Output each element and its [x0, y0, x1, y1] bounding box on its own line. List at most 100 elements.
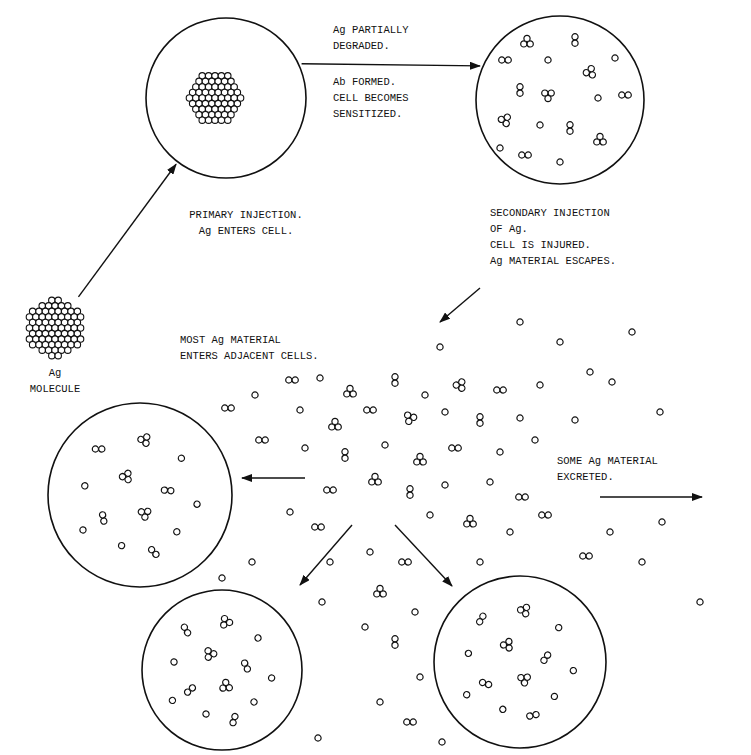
molecule-unit [212, 117, 218, 123]
fragment-dot [161, 487, 168, 494]
fragment-dot [372, 473, 378, 479]
fragment-dot [587, 65, 595, 73]
fragment-dot [494, 387, 500, 393]
antigen-fragment [161, 487, 174, 494]
adjacent-cell [48, 403, 232, 587]
antigen-molecule-cluster [186, 73, 244, 124]
fragment-dot [545, 96, 551, 102]
fragment-dot [399, 559, 405, 565]
fragment-dot [463, 691, 471, 699]
fragment-dot [697, 599, 703, 605]
antigen-fragment [545, 57, 551, 63]
fragment-dot [327, 559, 333, 565]
fragment-dot [342, 455, 348, 461]
antigen-fragment [377, 699, 383, 705]
antigen-fragment [173, 528, 181, 536]
fragment-dot [254, 634, 263, 643]
fragment-dot [137, 508, 145, 516]
cell-caption: CELL IS INJURED. [490, 237, 620, 253]
fragment-dot [312, 524, 318, 530]
fragment-dot [500, 642, 506, 648]
adjacent-cell [434, 576, 606, 748]
fragment-dot [619, 92, 625, 98]
fragment-dot [252, 392, 258, 398]
fragment-dot [347, 385, 353, 391]
process-arrow [302, 64, 480, 66]
antigen-fragment [497, 111, 514, 128]
antigen-fragment [517, 319, 523, 325]
fragment-dot [392, 642, 398, 648]
fragment-dot [475, 618, 483, 626]
fragment-dot [587, 369, 593, 375]
antigen-fragment [287, 509, 293, 515]
antigen-particles [80, 319, 704, 745]
fragment-dot [92, 446, 98, 452]
fragment-dot [517, 415, 523, 421]
antigen-fragment [582, 64, 598, 79]
antigen-fragment [594, 133, 607, 145]
antigen-fragment [407, 486, 413, 499]
antigen-fragment [414, 453, 427, 465]
fragment-dot [256, 437, 262, 443]
fragment-dot [477, 559, 483, 565]
fragment-dot [167, 487, 174, 494]
fragment-dot [439, 739, 445, 745]
cell-outline [474, 14, 646, 186]
fragment-dot [142, 433, 151, 442]
fragment-dot [249, 559, 255, 565]
antigen-fragment [364, 407, 377, 413]
antigen-fragment [519, 152, 532, 158]
fragment-dot [609, 379, 615, 385]
antigen-fragment [329, 418, 342, 430]
antigen-fragment [404, 719, 417, 725]
fragment-dot [268, 674, 275, 681]
fragment-dot [100, 518, 107, 525]
flow-arrow [300, 525, 352, 585]
molecule-unit [218, 117, 224, 123]
fragment-dot [410, 719, 416, 725]
antigen-fragment [412, 609, 418, 615]
fragment-dot [507, 529, 513, 535]
fragment-dot [222, 405, 228, 411]
antigen-fragment [452, 376, 469, 392]
fragment-dot [543, 651, 552, 660]
fragment-dot [392, 374, 398, 380]
fragment-dot [297, 407, 303, 413]
antigen-fragment [180, 623, 192, 637]
antigen-fragment [136, 505, 152, 521]
fragment-dot [241, 659, 249, 667]
fragment-dot [437, 344, 443, 350]
fragment-dot [532, 437, 538, 443]
fragment-dot [330, 487, 336, 493]
molecule-unit [55, 353, 61, 359]
antigen-fragment [92, 446, 105, 452]
fragment-dot [250, 698, 259, 707]
fragment-dot [497, 449, 503, 455]
antigen-fragment [118, 542, 125, 549]
fragment-dot [81, 482, 89, 490]
fragment-dot [500, 387, 506, 393]
antigen-fragment [464, 649, 473, 658]
antigen-fragment [254, 634, 263, 643]
fragment-dot [477, 414, 483, 420]
antigen-fragment [286, 377, 299, 383]
antigen-fragment [312, 524, 325, 530]
fragment-dot [292, 377, 298, 383]
fragment-dot [586, 553, 592, 559]
antigen-fragment [183, 684, 197, 697]
antigen-fragment [507, 529, 513, 535]
caption-block: Ag MOLECULE [25, 365, 85, 397]
fragment-dot [168, 696, 177, 705]
antigen-fragment [427, 512, 433, 518]
fragment-dot [178, 454, 186, 462]
antigen-fragment [219, 679, 232, 692]
fragment-dot [364, 407, 370, 413]
antigen-fragment [252, 392, 258, 398]
fragment-dot [422, 392, 428, 398]
antigen-fragment [342, 449, 348, 462]
fragment-dot [183, 629, 191, 637]
fragment-dot [467, 515, 473, 521]
molecule-unit [29, 341, 35, 347]
fragment-dot [226, 619, 233, 626]
